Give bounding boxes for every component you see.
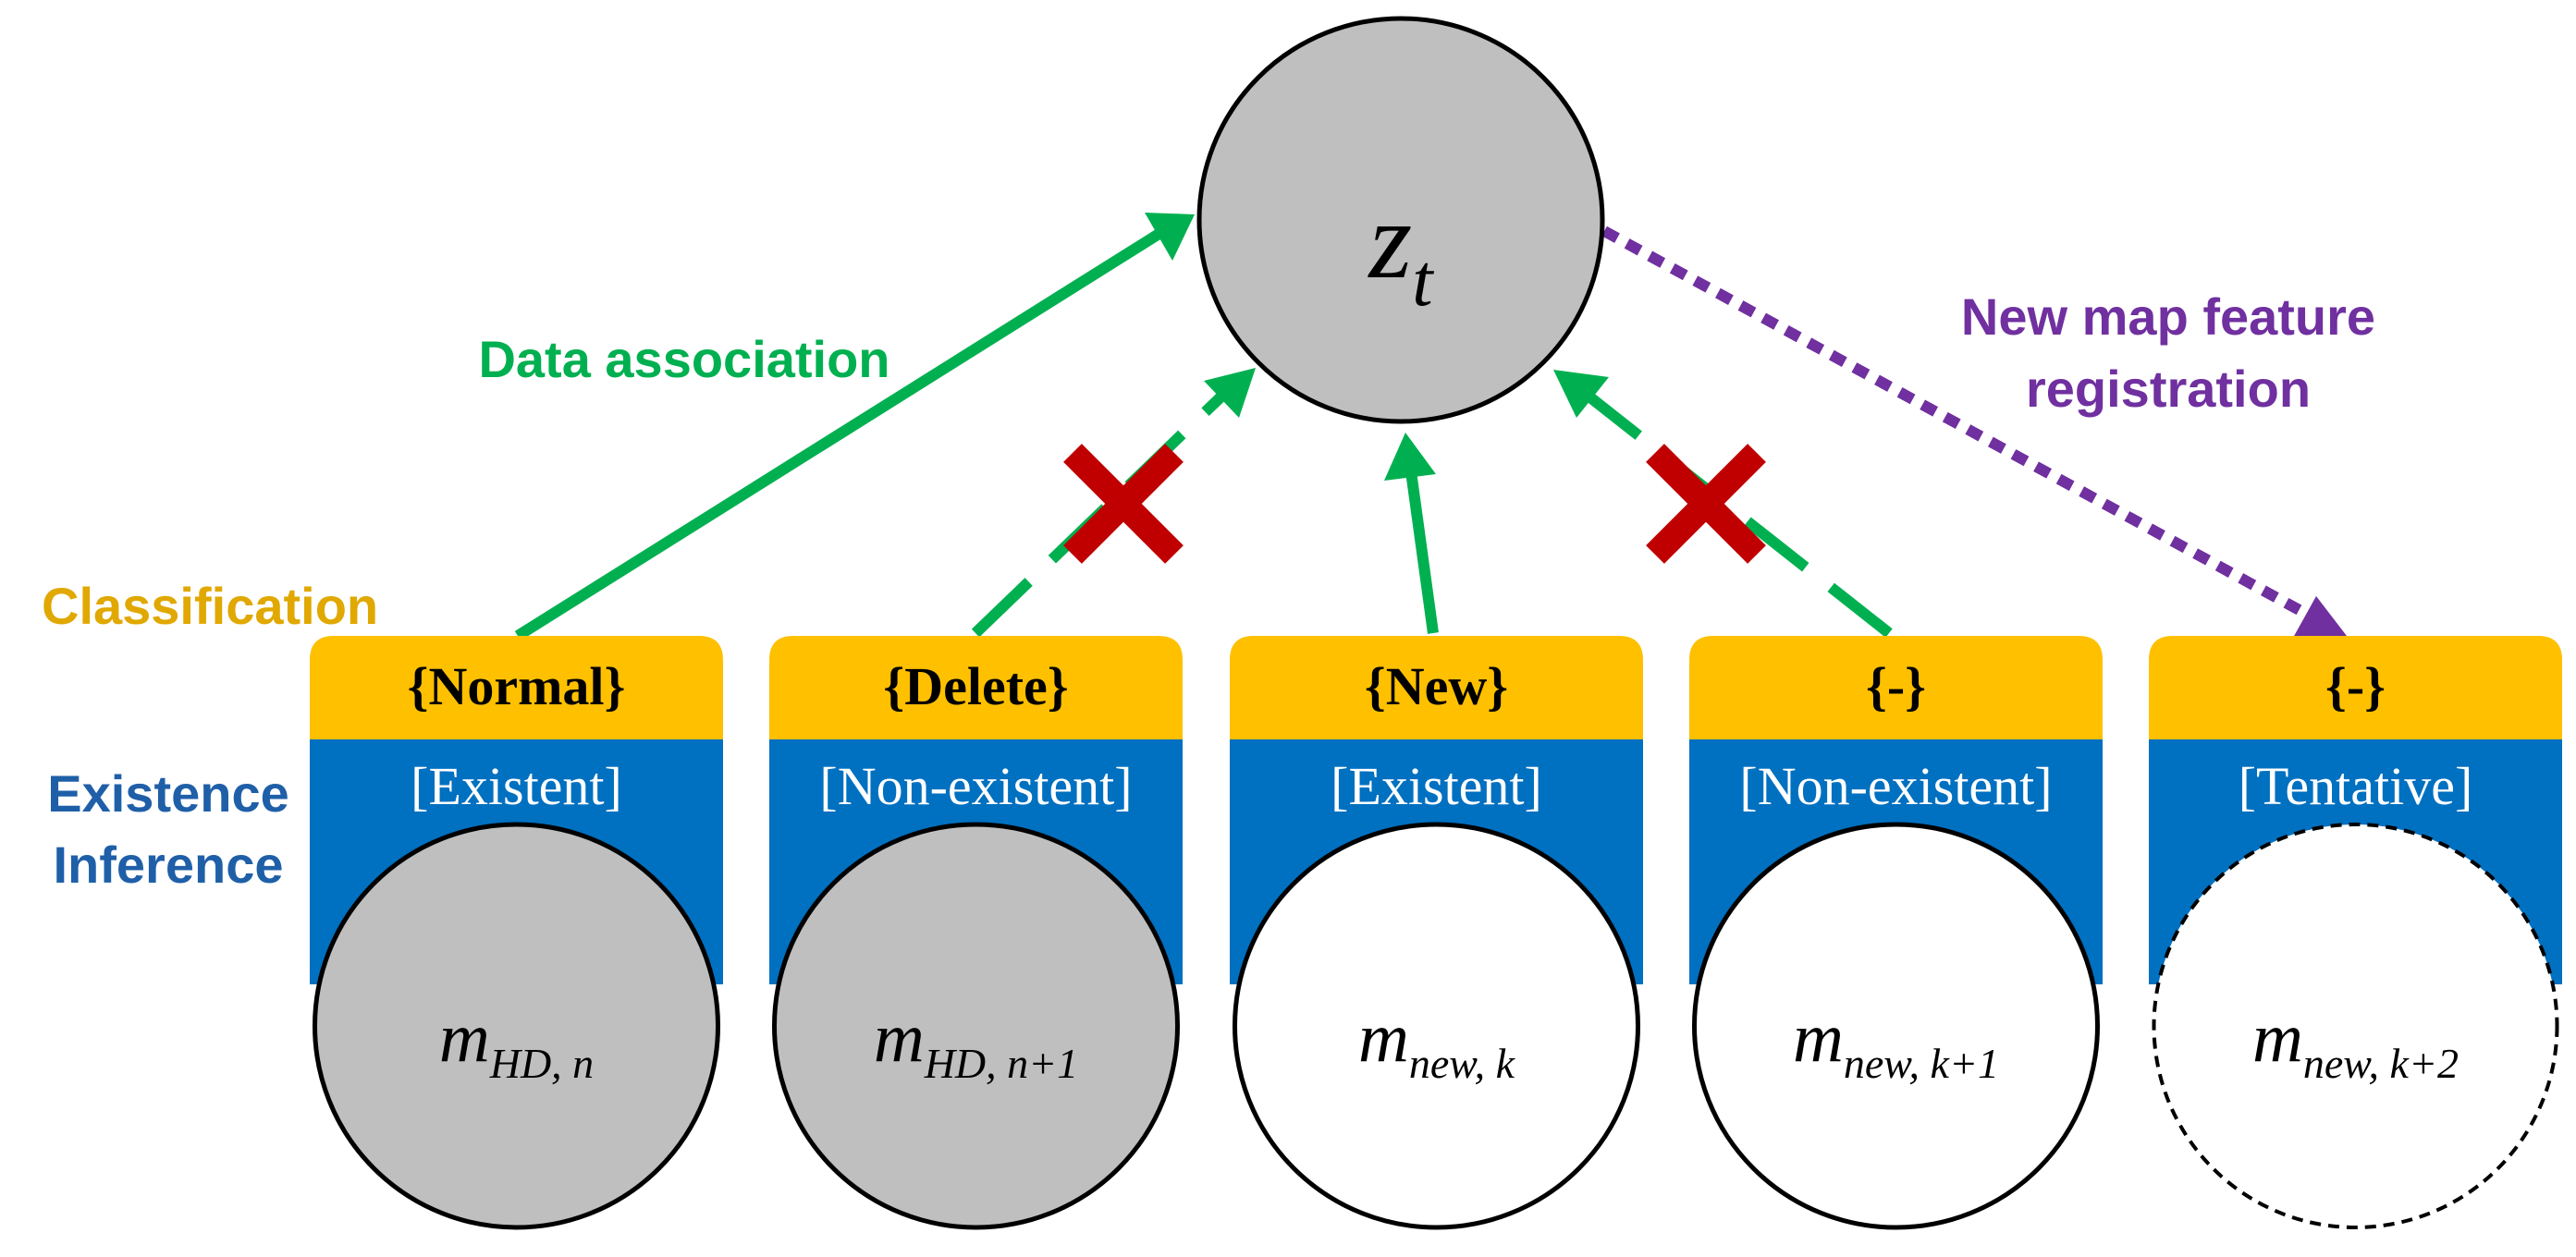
observation-base: z xyxy=(1368,178,1413,301)
registration-arrow xyxy=(1601,226,2319,625)
classification-header xyxy=(1230,636,1643,739)
classification-text: {New} xyxy=(1365,656,1508,716)
classification-text: {Normal} xyxy=(408,656,626,716)
data-association-label: Data association xyxy=(478,330,889,388)
map-feature-node xyxy=(2152,823,2559,1229)
observation-node: zt xyxy=(1196,16,1605,424)
map-feature-label: mnew, k xyxy=(1358,999,1516,1087)
arrowhead-registration xyxy=(2293,596,2347,638)
feature-column: {-} [Tentative] mnew, k+2 xyxy=(2149,636,2562,1229)
classification-text: {-} xyxy=(2325,656,2386,716)
reject-cross-new-k1 xyxy=(1646,444,1766,564)
existence-text: [Existent] xyxy=(411,756,622,816)
existence-text: [Non-existent] xyxy=(819,756,1132,816)
data-association-arrow-normal xyxy=(514,227,1164,641)
reject-cross-delete xyxy=(1063,444,1184,564)
map-feature-node xyxy=(313,822,720,1230)
feature-column: {-} [Non-existent] mnew, k+1 xyxy=(1689,636,2103,1230)
existence-label-line1: Existence xyxy=(47,764,289,823)
map-feature-node xyxy=(1233,822,1640,1230)
classification-header xyxy=(2149,636,2562,739)
map-feature-base: m xyxy=(874,999,925,1077)
arrowhead-delete xyxy=(1204,368,1256,418)
map-feature-sub: HD, n+1 xyxy=(924,1040,1078,1087)
classification-text: {Delete} xyxy=(883,656,1068,716)
map-feature-label: mHD, n xyxy=(439,999,594,1087)
map-feature-label: mHD, n+1 xyxy=(874,999,1078,1087)
classification-header xyxy=(1689,636,2103,739)
classification-header xyxy=(310,636,723,739)
map-feature-label: mnew, k+2 xyxy=(2252,999,2459,1087)
map-feature-sub: new, k+2 xyxy=(2303,1040,2459,1087)
map-feature-sub: new, k xyxy=(1409,1040,1516,1087)
existence-label-line2: Inference xyxy=(54,836,284,894)
map-feature-sub: HD, n xyxy=(489,1040,594,1087)
classification-text: {-} xyxy=(1866,656,1926,716)
feature-column: {Normal} [Existent] mHD, n xyxy=(310,636,723,1230)
existence-text: [Non-existent] xyxy=(1739,756,2052,816)
existence-text: [Tentative] xyxy=(2239,756,2473,816)
arrowhead-normal xyxy=(1145,213,1195,261)
map-feature-node xyxy=(772,822,1180,1230)
map-feature-base: m xyxy=(1793,999,1844,1077)
map-feature-node xyxy=(1692,822,2100,1230)
feature-column: {Delete} [Non-existent] mHD, n+1 xyxy=(769,636,1183,1230)
new-map-feature-label-line2: registration xyxy=(2026,360,2311,418)
new-map-feature-label-line1: New map feature xyxy=(1961,287,2375,346)
map-feature-base: m xyxy=(1358,999,1409,1077)
existence-text: [Existent] xyxy=(1331,756,1542,816)
arrowhead-new xyxy=(1384,433,1436,481)
data-association-arrow-new xyxy=(1405,470,1439,634)
map-feature-base: m xyxy=(439,999,490,1077)
classification-label: Classification xyxy=(42,577,378,635)
svg-text:zt: zt xyxy=(1368,178,1435,322)
feature-columns: {Normal}[Existent]mHD, n{Delete}[Non-exi… xyxy=(310,636,2562,1230)
map-feature-base: m xyxy=(2252,999,2303,1077)
arrowhead-new-k1 xyxy=(1553,370,1609,418)
observation-sub: t xyxy=(1412,240,1434,322)
rejected-arrow-new-k1 xyxy=(1587,393,1893,638)
feature-column: {New} [Existent] mnew, k xyxy=(1230,636,1643,1230)
map-feature-label: mnew, k+1 xyxy=(1793,999,1999,1087)
map-feature-sub: new, k+1 xyxy=(1844,1040,1999,1087)
classification-header xyxy=(769,636,1183,739)
